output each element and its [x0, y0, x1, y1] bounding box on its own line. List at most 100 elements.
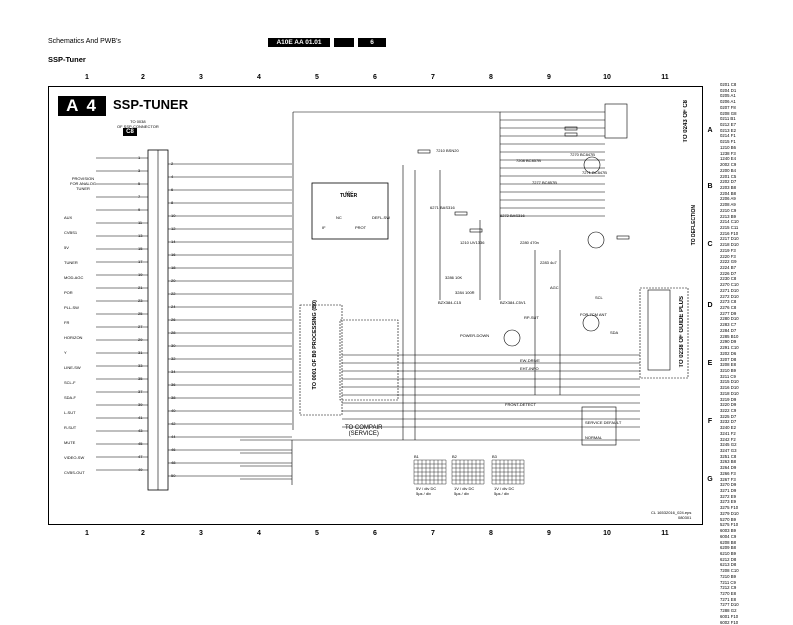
component-label: 6271 BAS316	[430, 205, 455, 210]
page-number: 6	[358, 38, 386, 47]
parts-list-item: 2222 G9	[720, 259, 737, 265]
component-label: ADC	[345, 190, 354, 195]
to-compair-label: TO COMPAIR (SERVICE)	[345, 425, 383, 437]
parts-list-item: 3247 G3	[720, 448, 737, 453]
scope-caption: 1V / div DC 5µs / div	[454, 486, 475, 496]
pin-number-right: 42	[171, 421, 176, 426]
parts-list-item: 6208 B8	[720, 539, 737, 545]
component-label: SCL	[595, 295, 603, 300]
parts-list-item: 0206 A1	[720, 99, 736, 105]
component-label: EHT-INFO	[520, 366, 539, 371]
pin-number-left: 3	[138, 168, 141, 173]
pin-number-right: 24	[171, 304, 176, 309]
parts-list-item: 2200 B4	[720, 167, 737, 173]
column-number: 9	[547, 74, 551, 81]
parts-list-item: 3270 D9	[720, 482, 737, 488]
pin-number-right: 4	[171, 174, 174, 179]
parts-list-item: 3279 D10	[720, 510, 739, 516]
left-signal-label: CVBS-OUT	[64, 470, 85, 475]
pin-number-left: 17	[138, 259, 143, 264]
pin-number-right: 44	[171, 434, 176, 439]
parts-list-item: 2201 C5	[720, 173, 737, 179]
component-label: NC	[336, 215, 342, 220]
component-label: 7270 BC847B	[570, 152, 595, 157]
parts-list-item: 2277 D9	[720, 310, 737, 316]
left-signal-label: MOD-AGC	[64, 275, 84, 280]
component-label: FRONT-DETECT	[505, 402, 536, 407]
left-signal-label: PLL-SW	[64, 305, 79, 310]
column-number: 2	[141, 74, 145, 81]
parts-list-item: 3241 F2	[720, 430, 736, 436]
left-signal-label: 5V	[64, 245, 69, 250]
parts-list-item: 0207 F8	[720, 104, 736, 110]
section-title: SSP-Tuner	[48, 55, 86, 64]
pin-number-left: 39	[138, 402, 143, 407]
parts-list-item: 2272 D10	[720, 293, 739, 299]
parts-list-item: 3273 E9	[720, 499, 737, 505]
component-label: 3286 10K	[445, 275, 463, 280]
component-label: PROT	[355, 225, 367, 230]
column-number: 4	[257, 530, 261, 537]
scope-caption: 5V / div DC 5µs / div	[416, 486, 437, 496]
component-label: 6272 BAS316	[500, 213, 525, 218]
parts-list-item: 0214 F1	[720, 133, 736, 139]
parts-list-item: 3251 C8	[720, 453, 737, 459]
parts-list-item: 0211 B1	[720, 116, 736, 122]
pin-number-left: 9	[138, 207, 141, 212]
component-label: RP-SUT	[524, 315, 539, 320]
parts-list-item: 2213 B9	[720, 213, 737, 219]
parts-list-item: 5270 B9	[720, 516, 737, 522]
parts-list-item: 2280 D10	[720, 316, 739, 322]
column-number: 6	[373, 74, 377, 81]
parts-list-item: 6002 F10	[720, 619, 739, 625]
parts-list-item: 2214 C10	[720, 219, 739, 225]
parts-list-item: 3207 D8	[720, 356, 737, 362]
parts-list-item: 3240 E2	[720, 425, 737, 431]
pin-number-right: 34	[171, 369, 176, 374]
parts-list-item: 2208 A9	[720, 202, 736, 208]
left-signal-label: FR	[64, 320, 70, 325]
pin-number-left: 37	[138, 389, 143, 394]
pin-number-right: 46	[171, 447, 176, 452]
column-number: 5	[315, 530, 319, 537]
tuner-label: TUNER	[340, 193, 358, 199]
parts-list-item: 3216 D10	[720, 385, 739, 391]
column-number: 4	[257, 74, 261, 81]
pin-number-right: 26	[171, 317, 176, 322]
pin-number-left: 31	[138, 350, 143, 355]
column-number: 6	[373, 530, 377, 537]
pin-number-left: 49	[138, 467, 143, 472]
left-signal-label: Y	[64, 350, 67, 355]
parts-list-item: 2270 C10	[720, 282, 739, 288]
parts-list-item: 1240 E4	[720, 156, 737, 162]
scope-tag: B1	[414, 454, 419, 459]
pin-number-right: 14	[171, 239, 176, 244]
left-signal-label: HORIZON	[64, 335, 83, 340]
parts-list-item: 3218 D10	[720, 390, 739, 396]
pin-number-left: 19	[138, 272, 143, 277]
parts-list-item: 2203 B8	[720, 184, 737, 190]
oscilloscope-grid	[491, 459, 525, 485]
to-connector-label: TO 0038 OF SSP-CONNECTOR	[117, 119, 159, 129]
left-signal-label: AUX	[64, 215, 73, 220]
parts-list-item: 3208 E8	[720, 362, 737, 368]
parts-list-item: 3242 F2	[720, 436, 736, 442]
schematic-wiring	[96, 103, 689, 491]
left-signal-label: PROVISION FOR ANALOG TUNER	[70, 176, 97, 191]
parts-list-item: 2291 C10	[720, 345, 739, 351]
column-number: 1	[85, 74, 89, 81]
component-label: 7277 BC857B	[532, 180, 557, 185]
pin-number-left: 1	[138, 155, 141, 160]
parts-list-item: 3245 G2	[720, 442, 737, 448]
diagram-title: SSP-TUNER	[113, 97, 189, 112]
row-letter: F	[707, 418, 713, 425]
parts-list-item: 6212 D8	[720, 556, 737, 562]
pin-number-right: 50	[171, 473, 176, 478]
component-label: SERVICE DEFAULT	[585, 420, 622, 425]
parts-list-item: 2220 F3	[720, 253, 736, 259]
column-number: 9	[547, 530, 551, 537]
pin-number-right: 32	[171, 356, 176, 361]
pin-number-left: 25	[138, 311, 143, 316]
row-letter: E	[707, 360, 713, 367]
